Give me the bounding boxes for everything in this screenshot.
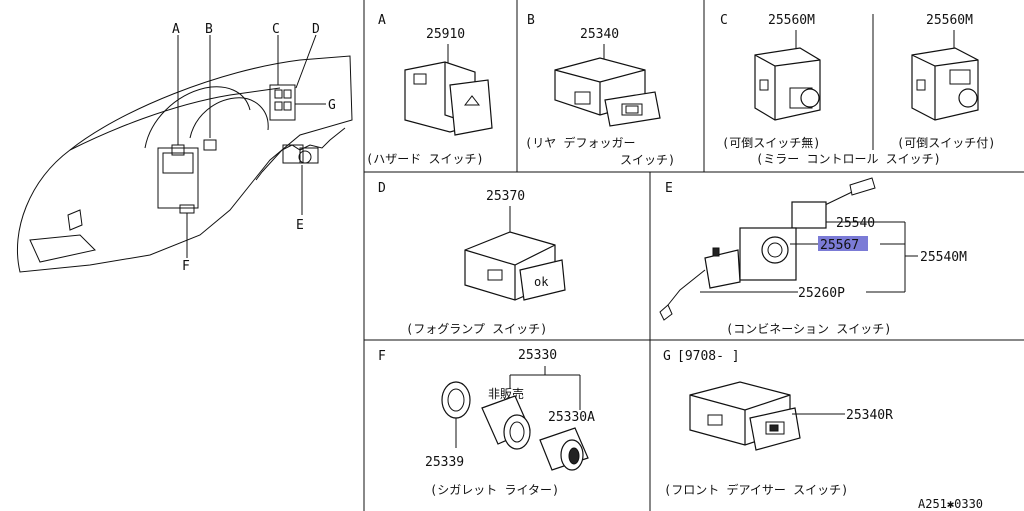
panel-f: F 25330 非販売 25330A 25339 (シガレット ライター) xyxy=(378,348,595,497)
part-number-25560m-left: 25560M xyxy=(768,13,815,28)
fog-lamp-switch-illustration: ok xyxy=(464,231,566,301)
panel-g: G [9708- ] 25340R (フロント デアイサー スイッチ) xyxy=(663,349,893,497)
panel-letter-g: G xyxy=(663,349,671,364)
callout-a: A xyxy=(172,22,180,37)
caption-rear-defogger-1: (リヤ デフォッガー xyxy=(525,135,635,150)
caption-mirror-control-switch: (ミラー コントロール スイッチ) xyxy=(756,152,941,166)
panel-letter-a: A xyxy=(378,13,386,28)
part-number-25370: 25370 xyxy=(486,189,525,204)
caption-hazard-switch: (ハザード スイッチ) xyxy=(366,152,484,166)
mirror-switch-right-illustration xyxy=(911,47,979,121)
hazard-switch-illustration xyxy=(404,61,493,136)
caption-mirror-without-fold: (可倒スイッチ無) xyxy=(722,135,820,150)
panel-g-model-range: [9708- ] xyxy=(677,349,740,364)
caption-rear-defogger-2: スイッチ) xyxy=(620,153,675,167)
part-number-25567: 25567 xyxy=(820,238,859,253)
diagram-reference-code: A251✱0330 xyxy=(918,497,983,511)
panel-e: E 25540 25567 25540M 25260P (コンビネーション スイ… xyxy=(659,177,967,336)
panel-c: C 25560M 25560M (可倒スイッチ無) (可倒スイッチ付) (ミラー… xyxy=(720,13,995,166)
mirror-switch-left-illustration xyxy=(754,47,821,121)
panel-letter-f: F xyxy=(378,349,386,364)
callout-g: G xyxy=(328,98,336,113)
callout-b: B xyxy=(205,22,213,37)
part-number-25540m: 25540M xyxy=(920,250,967,265)
part-number-25330a: 25330A xyxy=(548,410,595,425)
cigarette-lighter-illustration xyxy=(441,381,589,471)
panel-grid xyxy=(363,0,1024,511)
dashboard-overview: A B C D G E F xyxy=(16,22,353,274)
caption-combination-switch: (コンビネーション スイッチ) xyxy=(726,322,891,336)
caption-front-deicer-switch: (フロント デアイサー スイッチ) xyxy=(664,482,848,497)
front-deicer-switch-illustration xyxy=(689,381,801,451)
part-number-25540: 25540 xyxy=(836,216,875,231)
part-number-25560m-right: 25560M xyxy=(926,13,973,28)
part-number-25340: 25340 xyxy=(580,27,619,42)
caption-mirror-with-fold: (可倒スイッチ付) xyxy=(897,136,995,150)
panel-b: B 25340 (リヤ デフォッガー スイッチ) xyxy=(525,13,675,167)
part-number-25330: 25330 xyxy=(518,348,557,363)
callout-c: C xyxy=(272,22,280,37)
callout-e: E xyxy=(296,218,304,233)
panel-letter-c: C xyxy=(720,13,728,28)
rear-defogger-switch-illustration xyxy=(554,57,661,127)
panel-d: D 25370 ok (フォグランプ スイッチ) xyxy=(378,181,566,336)
fog-switch-knob-text: ok xyxy=(534,275,549,289)
part-number-25910: 25910 xyxy=(426,27,465,42)
panel-letter-d: D xyxy=(378,181,386,196)
part-number-25340r: 25340R xyxy=(846,408,893,423)
panel-letter-e: E xyxy=(665,181,673,196)
panel-a: A 25910 (ハザード スイッチ) xyxy=(366,13,493,166)
callout-d: D xyxy=(312,22,320,37)
highlight-25567 xyxy=(818,236,868,251)
caption-cigarette-lighter: (シガレット ライター) xyxy=(430,483,559,497)
callout-f: F xyxy=(182,259,190,274)
caption-fog-lamp-switch: (フォグランプ スイッチ) xyxy=(406,322,547,336)
part-number-25260p: 25260P xyxy=(798,286,845,301)
part-number-25339: 25339 xyxy=(425,455,464,470)
panel-letter-b: B xyxy=(527,13,535,28)
combination-switch-illustration xyxy=(659,177,876,321)
